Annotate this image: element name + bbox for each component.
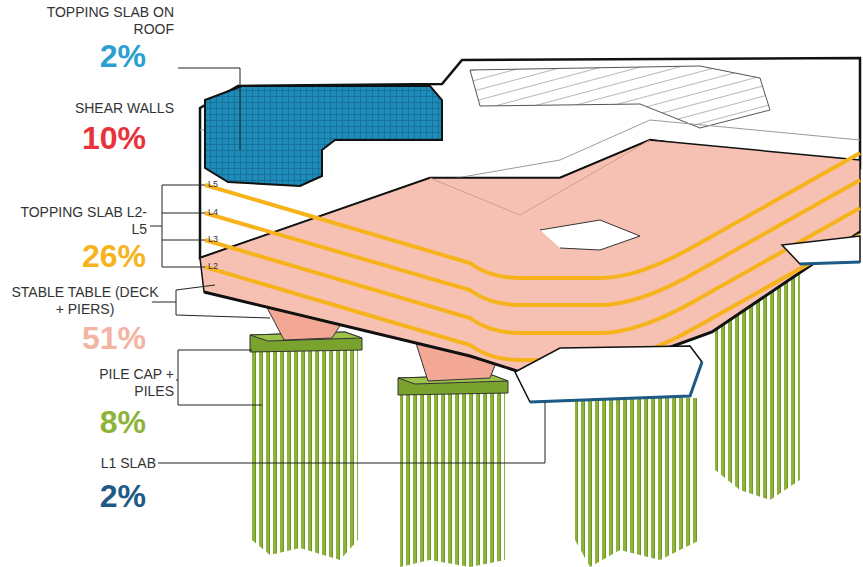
pile-group — [575, 398, 700, 567]
percentage: 10% — [60, 120, 146, 156]
stair-opening — [540, 220, 640, 250]
part-name: SHEAR WALLS — [40, 100, 174, 117]
percentage: 2% — [60, 478, 146, 514]
bracket — [178, 350, 262, 405]
part-name: TOPPING SLAB ON ROOF — [40, 4, 174, 38]
leader-lines — [150, 68, 545, 463]
leader-line — [158, 402, 545, 463]
roof-topping-slab — [205, 86, 442, 186]
level-label: L5 — [208, 179, 228, 190]
level-label: L4 — [208, 207, 228, 218]
percentage: 51% — [60, 320, 146, 356]
percentage: 2% — [60, 38, 146, 74]
atrium-roof — [470, 66, 770, 128]
percentage: 26% — [60, 238, 146, 274]
part-name: L1 SLAB — [56, 455, 156, 472]
bracket — [162, 185, 205, 267]
deck-fold — [430, 140, 650, 215]
leader-line — [152, 302, 176, 303]
leader-line — [162, 240, 205, 241]
percentage: 8% — [60, 404, 146, 440]
stable-table-deck — [200, 140, 860, 372]
part-name: STABLE TABLE (DECK + PIERS) — [10, 284, 160, 318]
floor-slab-line — [205, 208, 860, 333]
floor-slab-line — [205, 153, 860, 278]
level-label: L3 — [208, 234, 228, 245]
part-name: TOPPING SLAB L2-L5 — [10, 204, 147, 238]
floor-slab-line — [205, 235, 860, 360]
pile-group — [400, 388, 505, 567]
leader-line — [178, 68, 240, 150]
bracket — [176, 285, 270, 318]
l1-slab-edge — [530, 362, 702, 402]
l1-volume — [782, 236, 860, 264]
pile-group — [252, 345, 358, 560]
leader-line — [162, 213, 205, 214]
floor-slab-line — [205, 180, 860, 305]
l1-slab-edge — [800, 262, 860, 264]
level-label: L2 — [208, 261, 228, 272]
leader-line — [150, 226, 162, 227]
l1-volume — [515, 346, 702, 402]
deck-edge — [204, 232, 860, 372]
topping-slab-lines — [205, 153, 860, 360]
part-name: PILE CAP + PILES — [89, 366, 174, 400]
